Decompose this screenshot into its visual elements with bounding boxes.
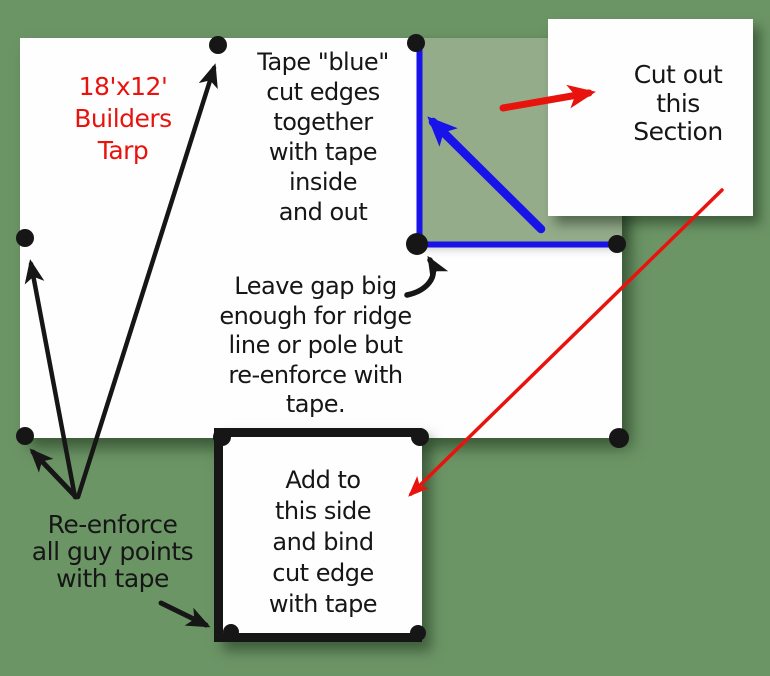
cutout-callout-box bbox=[548, 19, 753, 216]
cutout-note: Cut out this Section bbox=[633, 60, 723, 146]
tape-note: Tape "blue" cut edges together with tape… bbox=[257, 48, 389, 226]
black-arrow-to-corner-point bbox=[29, 448, 79, 500]
tarp-size-label: 18'x12' Builders Tarp bbox=[74, 72, 172, 165]
add-note: Add to this side and bind cut edge with … bbox=[268, 466, 378, 618]
guy-note: Re-enforce all guy points with tape bbox=[31, 510, 194, 593]
gap-note: Leave gap big enough for ridge line or p… bbox=[219, 272, 412, 418]
black-arrow-to-add-panel bbox=[158, 600, 211, 628]
add-panel-box bbox=[214, 428, 422, 642]
